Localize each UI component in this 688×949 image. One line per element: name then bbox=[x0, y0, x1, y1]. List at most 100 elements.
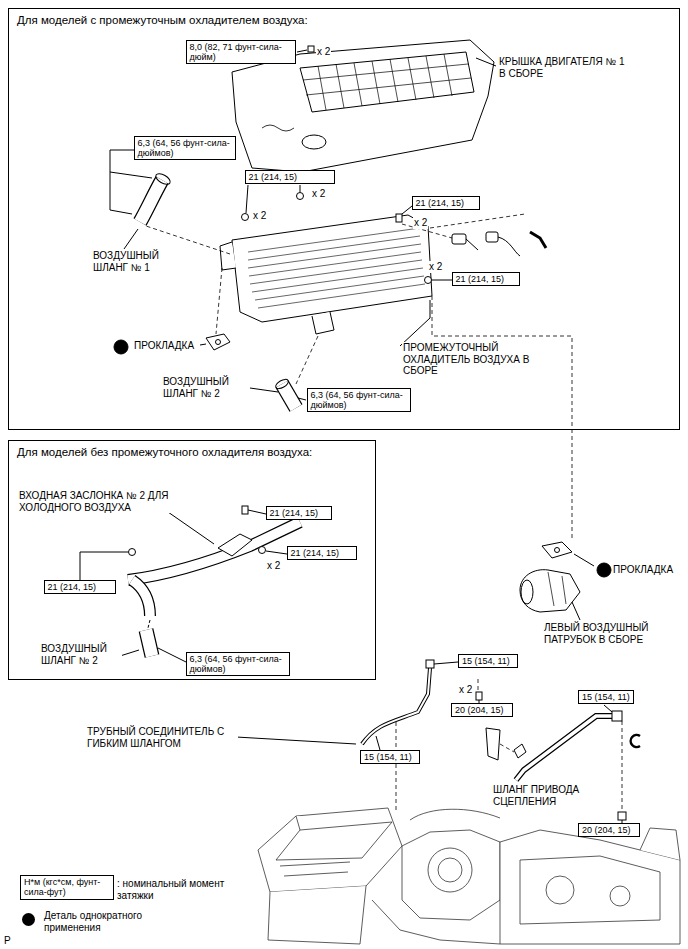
torque-box: 21 (214, 15) bbox=[44, 580, 116, 594]
gasket bbox=[206, 334, 230, 350]
leader-line bbox=[298, 398, 306, 400]
part-name: ПРОКЛАДКА bbox=[612, 564, 684, 576]
air-hose bbox=[140, 180, 162, 222]
leader-line bbox=[248, 510, 266, 514]
leader-bracket bbox=[110, 150, 134, 214]
node-text: 6,3 (64, 56 фунт-сила-дюймов) bbox=[311, 390, 407, 411]
engine-sketch bbox=[258, 808, 680, 944]
leader-line bbox=[236, 737, 356, 744]
nut bbox=[129, 549, 136, 556]
node-text: 15 (154, 11) bbox=[462, 656, 514, 666]
node-text: 21 (214, 15) bbox=[270, 508, 328, 518]
gasket-hole bbox=[216, 340, 221, 345]
torque-box: 21 (214, 15) bbox=[412, 196, 480, 210]
hose-end bbox=[274, 377, 290, 390]
part-name: ПРОКЛАДКА bbox=[133, 340, 195, 352]
leader-line bbox=[266, 551, 287, 554]
quantity-note: x 2 bbox=[458, 684, 473, 696]
leader-line bbox=[402, 206, 412, 214]
page-mark: P bbox=[3, 935, 12, 947]
node-text: 6,3 (64, 56 фунт-сила-дюймов) bbox=[138, 138, 232, 159]
fitting bbox=[612, 711, 622, 721]
cover-emblem bbox=[262, 125, 294, 131]
part-name: ВОЗДУШНЫЙ ШЛАНГ № 1 bbox=[92, 250, 172, 273]
leader-line bbox=[604, 705, 612, 712]
nut bbox=[242, 214, 249, 221]
air-inlet-pipe bbox=[128, 522, 300, 580]
torque-box: 21 (214, 15) bbox=[287, 546, 357, 560]
air-hose bbox=[146, 630, 152, 656]
clutch-hose bbox=[516, 716, 612, 780]
part-name: КРЫШКА ДВИГАТЕЛЯ № 1 В СБОРЕ bbox=[498, 56, 628, 79]
node-text: 21 (214, 15) bbox=[416, 198, 476, 208]
single-use-mark bbox=[597, 563, 611, 577]
single-use-mark bbox=[114, 340, 128, 354]
node-text: 21 (214, 15) bbox=[456, 274, 516, 284]
leader-line bbox=[168, 512, 214, 544]
nut bbox=[259, 547, 266, 554]
quantity-note: x 2 bbox=[266, 560, 281, 572]
legend-text: Деталь однократного применения bbox=[44, 910, 160, 933]
intercooler-outlet bbox=[312, 312, 334, 334]
leader-line bbox=[250, 388, 278, 392]
leader-line bbox=[110, 172, 152, 178]
leader-line bbox=[376, 736, 380, 750]
cover-slats bbox=[303, 54, 471, 110]
dashed-line bbox=[146, 214, 572, 540]
torque-box: 15 (154, 11) bbox=[458, 654, 518, 668]
node-text: Для моделей без промежуточного охладител… bbox=[9, 441, 325, 463]
quantity-note: x 2 bbox=[428, 261, 443, 273]
quantity-note: x 2 bbox=[413, 217, 428, 229]
wire bbox=[498, 237, 520, 256]
cover-logo bbox=[302, 135, 326, 149]
duct-ribs bbox=[548, 572, 566, 606]
leader-line bbox=[124, 229, 138, 249]
legend-swatch bbox=[22, 913, 35, 926]
part-name: ВОЗДУШНЫЙ ШЛАНГ № 2 bbox=[40, 643, 122, 666]
bolt bbox=[618, 812, 626, 820]
part-name: ВХОДНАЯ ЗАСЛОНКА № 2 ДЛЯ ХОЛОДНОГО ВОЗДУ… bbox=[18, 490, 170, 513]
clip bbox=[530, 232, 546, 248]
quantity-note: x 2 bbox=[316, 46, 331, 58]
air-hose bbox=[140, 180, 162, 222]
air-hose bbox=[282, 384, 296, 408]
duct-opening bbox=[521, 580, 533, 604]
clip bbox=[631, 735, 640, 747]
nut bbox=[425, 277, 432, 284]
bracket bbox=[486, 728, 500, 760]
node-text: 21 (214, 15) bbox=[48, 582, 112, 592]
leader-line bbox=[297, 50, 307, 52]
torque-box: 15 (154, 11) bbox=[360, 750, 420, 764]
quantity-note: x 2 bbox=[252, 210, 267, 222]
bolt bbox=[242, 506, 248, 514]
node-text: 20 (204, 15) bbox=[582, 825, 636, 835]
torque-box: 20 (204, 15) bbox=[578, 823, 640, 837]
intercooler-fins bbox=[248, 228, 425, 308]
node-text: 6,3 (64, 56 фунт-сила-дюймов) bbox=[190, 654, 286, 675]
torque-box: 21 (214, 15) bbox=[245, 170, 335, 184]
node-text: 20 (204, 15) bbox=[455, 705, 509, 715]
torque-box: 6,3 (64, 56 фунт-сила-дюймов) bbox=[186, 652, 290, 677]
air-inlet-pipe bbox=[128, 522, 300, 580]
part-name: ВОЗДУШНЫЙ ШЛАНГ № 2 bbox=[162, 376, 250, 399]
mount-bracket bbox=[218, 534, 252, 556]
torque-box: 6,3 (64, 56 фунт-сила-дюймов) bbox=[307, 388, 411, 413]
union-nut bbox=[426, 660, 434, 668]
leader-line bbox=[120, 650, 139, 656]
leader-line bbox=[158, 648, 186, 662]
leader-line bbox=[200, 344, 206, 345]
part-name: ПРОМЕЖУТОЧНЫЙ ОХЛАДИТЕЛЬ ВОЗДУХА В СБОРЕ bbox=[402, 342, 534, 377]
torque-box: 6,3 (64, 56 фунт-сила-дюймов) bbox=[134, 136, 236, 161]
torque-box: 15 (154, 11) bbox=[578, 690, 634, 704]
node-text: 8,0 (82, 71 фунт-сила-дюйм) bbox=[190, 42, 292, 63]
clip bbox=[514, 744, 526, 758]
node-text: Н*м (кгс*см, фунт-сила-фут) bbox=[24, 877, 110, 898]
hose-end bbox=[154, 172, 172, 187]
torque-box: 20 (204, 15) bbox=[451, 703, 513, 717]
leader-line bbox=[434, 662, 458, 664]
leader-line bbox=[574, 554, 594, 566]
part-name: ЛЕВЫЙ ВОЗДУШНЫЙ ПАТРУБОК В СБОРЕ bbox=[543, 622, 675, 645]
leader-line bbox=[246, 185, 248, 213]
sensor-connector bbox=[486, 232, 498, 242]
node-text: 21 (214, 15) bbox=[291, 548, 353, 558]
